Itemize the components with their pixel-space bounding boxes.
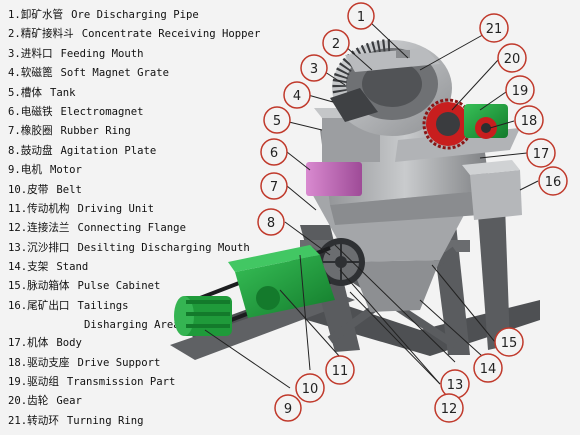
callout-14: 14 — [473, 353, 503, 383]
svg-text:1: 1 — [357, 10, 365, 25]
callout-15: 15 — [494, 327, 524, 357]
callout-17: 17 — [526, 138, 556, 168]
svg-text:7: 7 — [270, 180, 278, 195]
callout-16: 16 — [538, 166, 568, 196]
svg-text:2: 2 — [332, 37, 340, 52]
callout-2: 2 — [322, 29, 350, 57]
svg-text:16: 16 — [545, 175, 562, 190]
callout-4: 4 — [283, 81, 311, 109]
callout-5: 5 — [263, 106, 291, 134]
transmission-part — [464, 104, 508, 139]
callout-7: 7 — [260, 172, 288, 200]
svg-text:20: 20 — [504, 52, 521, 67]
callout-6: 6 — [260, 138, 288, 166]
soft-magnet-grate — [330, 88, 378, 122]
callout-10: 10 — [295, 373, 325, 403]
callout-21: 21 — [479, 13, 509, 43]
electromagnet — [306, 162, 362, 196]
callout-8: 8 — [257, 208, 285, 236]
svg-text:3: 3 — [310, 62, 318, 77]
feeding-mouth — [345, 48, 440, 72]
svg-text:9: 9 — [284, 402, 292, 417]
callout-11: 11 — [325, 355, 355, 385]
leader-lines — [204, 21, 539, 389]
svg-text:15: 15 — [501, 336, 518, 351]
ore-discharging-pipe — [396, 50, 410, 58]
callout-18: 18 — [514, 105, 544, 135]
callout-3: 3 — [300, 54, 328, 82]
svg-text:19: 19 — [512, 84, 529, 99]
motor — [174, 296, 232, 336]
callout-13: 13 — [440, 369, 470, 399]
svg-text:5: 5 — [273, 114, 281, 129]
legend-item-continuation: Disharging Area — [84, 319, 180, 332]
svg-text:4: 4 — [293, 89, 301, 104]
callout-12: 12 — [434, 393, 464, 423]
svg-text:8: 8 — [267, 216, 275, 231]
svg-text:21: 21 — [486, 22, 503, 37]
svg-text:14: 14 — [480, 362, 497, 377]
svg-text:17: 17 — [533, 147, 550, 162]
svg-text:13: 13 — [447, 378, 464, 393]
tailings-outlet — [462, 160, 522, 220]
svg-text:6: 6 — [270, 146, 278, 161]
svg-text:10: 10 — [302, 382, 319, 397]
driving-unit — [228, 245, 335, 318]
callout-20: 20 — [497, 43, 527, 73]
callout-9: 9 — [274, 394, 302, 422]
svg-text:11: 11 — [332, 364, 349, 379]
callout-19: 19 — [505, 75, 535, 105]
svg-text:18: 18 — [521, 114, 538, 129]
callout-1: 1 — [347, 2, 375, 30]
svg-text:12: 12 — [441, 402, 458, 417]
